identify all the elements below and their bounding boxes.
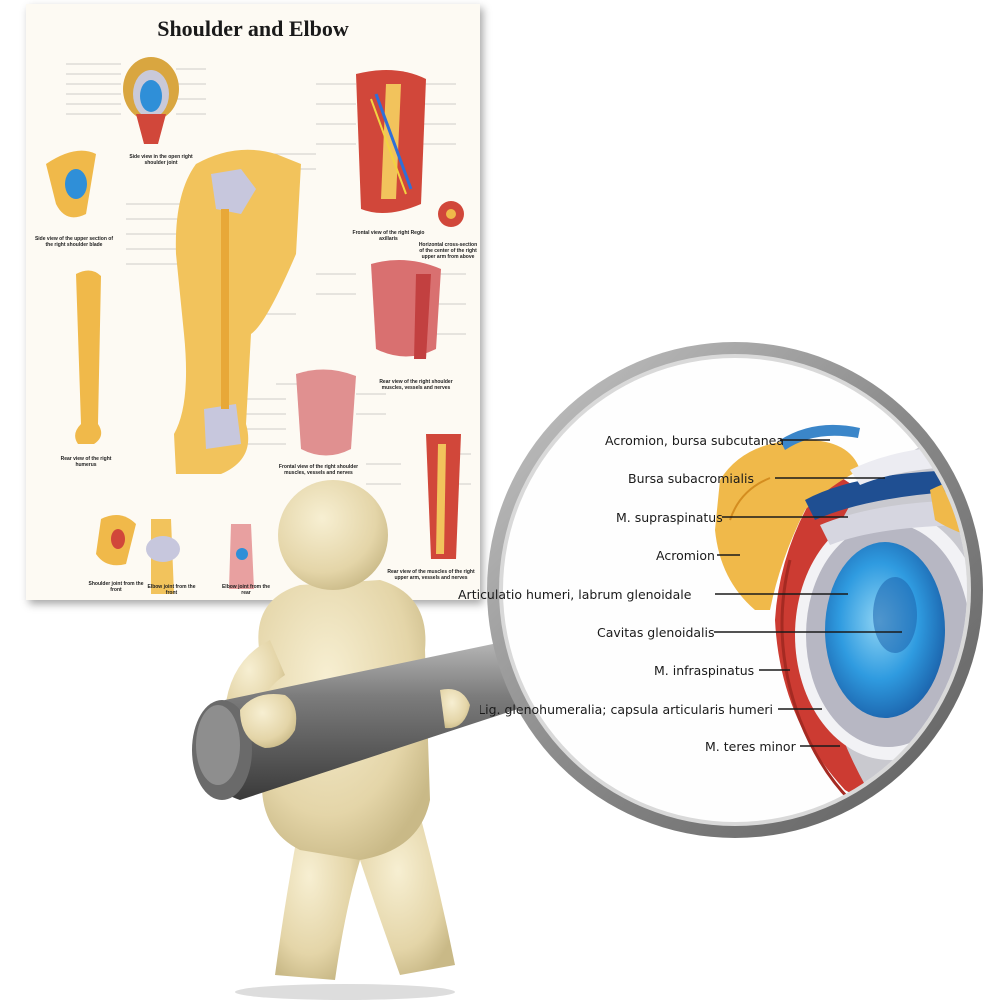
caption-elbow-rear: Elbow joint from the rear	[221, 584, 271, 596]
label-acromion-bursa-subcutanea: Acromion, bursa subcutanea	[605, 433, 785, 448]
magnifier-handle	[192, 640, 530, 800]
caption-shoulder-front: Shoulder joint from the front	[88, 581, 144, 593]
label-capsula-articularis: Lig. glenohumeralia; capsula articularis…	[480, 702, 773, 717]
label-m-teres-minor: M. teres minor	[705, 739, 796, 754]
label-m-supraspinatus: M. supraspinatus	[616, 510, 723, 525]
caption-side-view-joint: Side view in the open right shoulder joi…	[129, 154, 193, 166]
caption-frontal-axillaris: Frontal view of the right Regio axillari…	[352, 230, 425, 242]
label-labrum-glenoidale: Articulatio humeri, labrum glenoidale	[458, 587, 692, 602]
caption-side-view-blade: Side view of the upper section of the ri…	[34, 236, 114, 248]
poster-illustrations	[46, 57, 471, 594]
caption-horizontal-section: Horizontal cross-section of the center o…	[418, 242, 478, 260]
caption-elbow-front: Elbow joint from the front	[147, 584, 196, 596]
label-acromion: Acromion	[656, 548, 715, 563]
caption-rear-upper-arm: Rear view of the muscles of the right up…	[387, 569, 475, 581]
magnifier-lens	[487, 342, 983, 838]
poster-title: Shoulder and Elbow	[157, 16, 349, 41]
magnified-shoulder-joint	[715, 420, 967, 822]
caption-rear-view-muscles: Rear view of the right shoulder muscles,…	[379, 379, 453, 391]
caption-frontal-muscles: Frontal view of the right shoulder muscl…	[278, 464, 359, 476]
label-bursa-subacromialis: Bursa subacromialis	[628, 471, 754, 486]
anatomy-poster: Shoulder and Elbow Side view in the open…	[26, 4, 480, 600]
caption-rear-view-humerus: Rear view of the right humerus	[60, 456, 112, 468]
label-cavitas-glenoidalis: Cavitas glenoidalis	[597, 625, 715, 640]
label-m-infraspinatus: M. infraspinatus	[654, 663, 755, 678]
